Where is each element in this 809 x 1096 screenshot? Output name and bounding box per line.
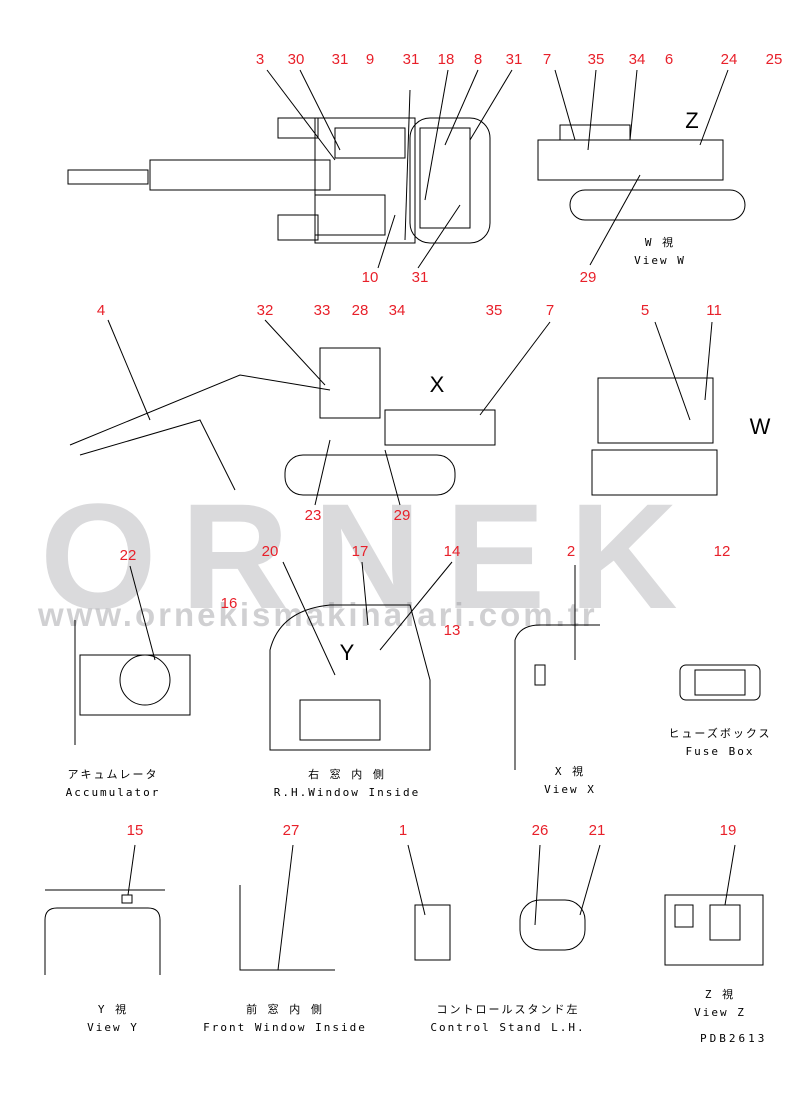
callout-17: 17 (351, 543, 369, 560)
caption-jp: 前 窓 内 側 (246, 1003, 324, 1016)
front-window-drawing (239, 844, 335, 971)
callout-18: 18 (437, 51, 455, 68)
view-marker-z: Z (685, 108, 699, 133)
caption-view-z: Z 視 View Z (694, 986, 746, 1022)
caption-en: View X (544, 783, 596, 796)
watermark-url: www.ornekismakinalari.com.tr (38, 596, 598, 633)
callout-29: 29 (579, 269, 597, 286)
view-marker-y: Y (339, 640, 355, 665)
callout-26: 26 (531, 822, 549, 839)
caption-jp: ヒューズボックス (668, 727, 772, 740)
callout-6: 6 (664, 51, 674, 68)
callout-35: 35 (485, 302, 503, 319)
callout-25: 25 (765, 51, 783, 68)
view-marker-x: X (429, 372, 445, 397)
caption-jp: アキュムレータ (67, 768, 159, 781)
caption-view-w: W 視 View W (634, 234, 686, 270)
callout-24: 24 (720, 51, 738, 68)
caption-en: View Y (87, 1021, 139, 1034)
top-view-excavator (67, 69, 513, 269)
caption-en: View W (634, 254, 686, 267)
callout-28: 28 (351, 302, 369, 319)
rear-view-drawing (591, 321, 718, 496)
view-marker-w: W (749, 414, 771, 439)
fuse-box-drawing (679, 664, 761, 701)
callout-14: 14 (443, 543, 461, 560)
callout-7: 7 (542, 51, 552, 68)
callout-5: 5 (640, 302, 650, 319)
caption-accumulator: アキュムレータ Accumulator (66, 766, 161, 802)
callout-31: 31 (505, 51, 523, 68)
callout-31: 31 (402, 51, 420, 68)
caption-jp: X 視 (554, 765, 586, 778)
rh-window-drawing (269, 561, 453, 751)
callout-27: 27 (282, 822, 300, 839)
watermark-brand: ORNEK (40, 472, 702, 640)
caption-jp: Z 視 (704, 988, 736, 1001)
callout-32: 32 (256, 302, 274, 319)
caption-view-x: X 視 View X (544, 763, 596, 799)
callout-35: 35 (587, 51, 605, 68)
side-view-excavator (69, 319, 551, 506)
callout-15: 15 (126, 822, 144, 839)
caption-en: View Z (694, 1006, 746, 1019)
caption-jp: W 視 (644, 236, 676, 249)
callout-4: 4 (96, 302, 106, 319)
callout-33: 33 (313, 302, 331, 319)
caption-en: Control Stand L.H. (430, 1021, 586, 1034)
caption-en: R.H.Window Inside (273, 786, 421, 799)
callout-30: 30 (287, 51, 305, 68)
callout-13: 13 (443, 622, 461, 639)
caption-jp: Y 視 (97, 1003, 129, 1016)
caption-en: Front Window Inside (203, 1021, 367, 1034)
callout-11: 11 (706, 302, 722, 319)
callout-1: 1 (398, 822, 408, 839)
callout-10: 10 (361, 269, 379, 286)
callout-12: 12 (713, 543, 731, 560)
callout-34: 34 (628, 51, 646, 68)
caption-rh-window: 右 窓 内 側 R.H.Window Inside (274, 766, 421, 802)
callout-2: 2 (566, 543, 576, 560)
callout-3: 3 (255, 51, 265, 68)
callout-21: 21 (588, 822, 606, 839)
view-z-drawing (664, 844, 764, 966)
callout-31: 31 (411, 269, 429, 286)
callout-23: 23 (304, 507, 322, 524)
caption-jp: コントロールスタンド左 (436, 1003, 580, 1016)
caption-jp: 右 窓 内 側 (308, 768, 386, 781)
caption-en: Fuse Box (685, 745, 755, 758)
accumulator-drawing (74, 565, 191, 745)
callout-7: 7 (545, 302, 555, 319)
callout-34: 34 (388, 302, 406, 319)
callout-8: 8 (473, 51, 483, 68)
caption-view-y: Y 視 View Y (87, 1001, 139, 1037)
callout-9: 9 (365, 51, 375, 68)
caption-control-stand: コントロールスタンド左 Control Stand L.H. (430, 1001, 585, 1037)
view-y-drawing (44, 844, 165, 975)
drawing-code: PDB2613 (700, 1032, 768, 1045)
view-x-drawing (514, 565, 600, 770)
caption-front-window: 前 窓 内 側 Front Window Inside (203, 1001, 367, 1037)
callout-29: 29 (393, 507, 411, 524)
callout-31: 31 (331, 51, 349, 68)
caption-en: Accumulator (65, 786, 161, 799)
callout-16: 16 (220, 595, 238, 612)
callout-19: 19 (719, 822, 737, 839)
caption-fuse-box: ヒューズボックス Fuse Box (668, 725, 771, 761)
control-stand-drawing (407, 844, 601, 961)
view-w-drawing (537, 69, 746, 266)
callout-20: 20 (261, 543, 279, 560)
callout-22: 22 (119, 547, 137, 564)
